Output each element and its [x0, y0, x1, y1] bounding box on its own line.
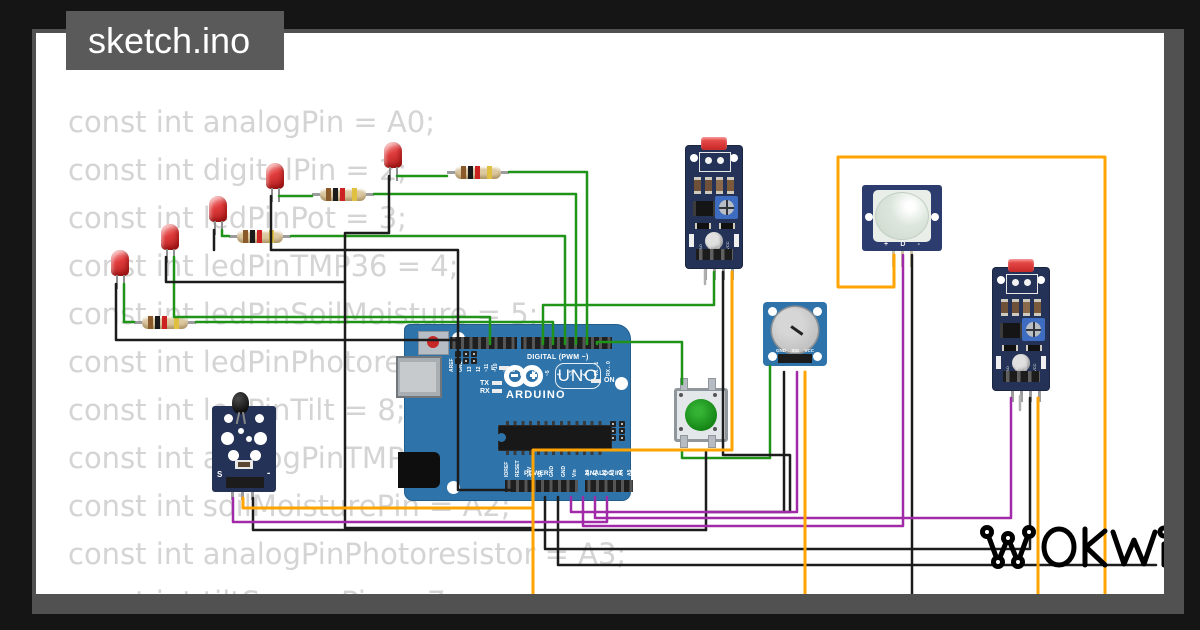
- tilt-pin-header: [226, 477, 264, 488]
- pushbutton-green: [674, 378, 728, 448]
- led-l-label: L: [491, 365, 496, 372]
- led-red-2: [266, 163, 286, 203]
- power-header: [505, 480, 578, 492]
- tilt-sensor-module: S -: [212, 392, 276, 492]
- digital-header-left: [450, 337, 517, 349]
- sketch-filename-tab: sketch.ino: [66, 11, 284, 70]
- led-red-3: [209, 196, 229, 236]
- sketch-filename: sketch.ino: [88, 19, 251, 61]
- on-label: ON: [604, 377, 615, 384]
- analog-header: [585, 480, 633, 492]
- module-pin-header: [1003, 371, 1040, 382]
- tx-label: TX: [480, 380, 489, 387]
- ldr-photoresistor-icon: [701, 137, 727, 150]
- arduino-brand-label: ARDUINO: [506, 389, 566, 401]
- diagram-canvas: const int analogPin = A0; const int digi…: [36, 33, 1164, 594]
- pot-pin-header: [778, 354, 812, 363]
- trimmer-potentiometer-icon: [1022, 318, 1045, 341]
- digital-header-right: [521, 337, 612, 349]
- resistor-1: [447, 166, 509, 179]
- wire-module2-a3: [593, 396, 1013, 520]
- comparator-ic: [693, 201, 716, 216]
- pir-motion-sensor: +D-: [862, 185, 942, 251]
- wokwi-logo: [980, 525, 1164, 569]
- icsp-header-2: [610, 421, 627, 441]
- ldr-photoresistor-icon: [1008, 259, 1034, 272]
- comparator-ic: [1000, 323, 1023, 338]
- trimmer-potentiometer-icon: [715, 196, 738, 219]
- resistor-3: [229, 230, 291, 243]
- led-red-4: [161, 224, 181, 264]
- arduino-infinity-logo: [504, 364, 550, 392]
- module-pin-header: [696, 249, 733, 260]
- pushbutton-cap: [685, 399, 717, 431]
- digital-pwm-label: DIGITAL (PWM ~): [527, 354, 589, 361]
- tilt-switch-icon: [232, 392, 249, 414]
- resistor-4: [134, 316, 196, 329]
- led-on: [591, 379, 601, 383]
- power-jack: [398, 452, 440, 488]
- led-red-1: [384, 142, 404, 182]
- led-red-5: [111, 250, 131, 290]
- atmega-chip: [497, 421, 612, 455]
- led-tx: [492, 381, 502, 385]
- led-rx: [492, 389, 502, 393]
- rx-label: RX: [480, 388, 490, 395]
- potentiometer-knob: [772, 307, 818, 353]
- resistor-2: [312, 188, 374, 201]
- icsp-header-1: [455, 351, 478, 364]
- pir-fresnel-dome: [875, 192, 929, 240]
- uno-model-label: UNO: [555, 363, 601, 389]
